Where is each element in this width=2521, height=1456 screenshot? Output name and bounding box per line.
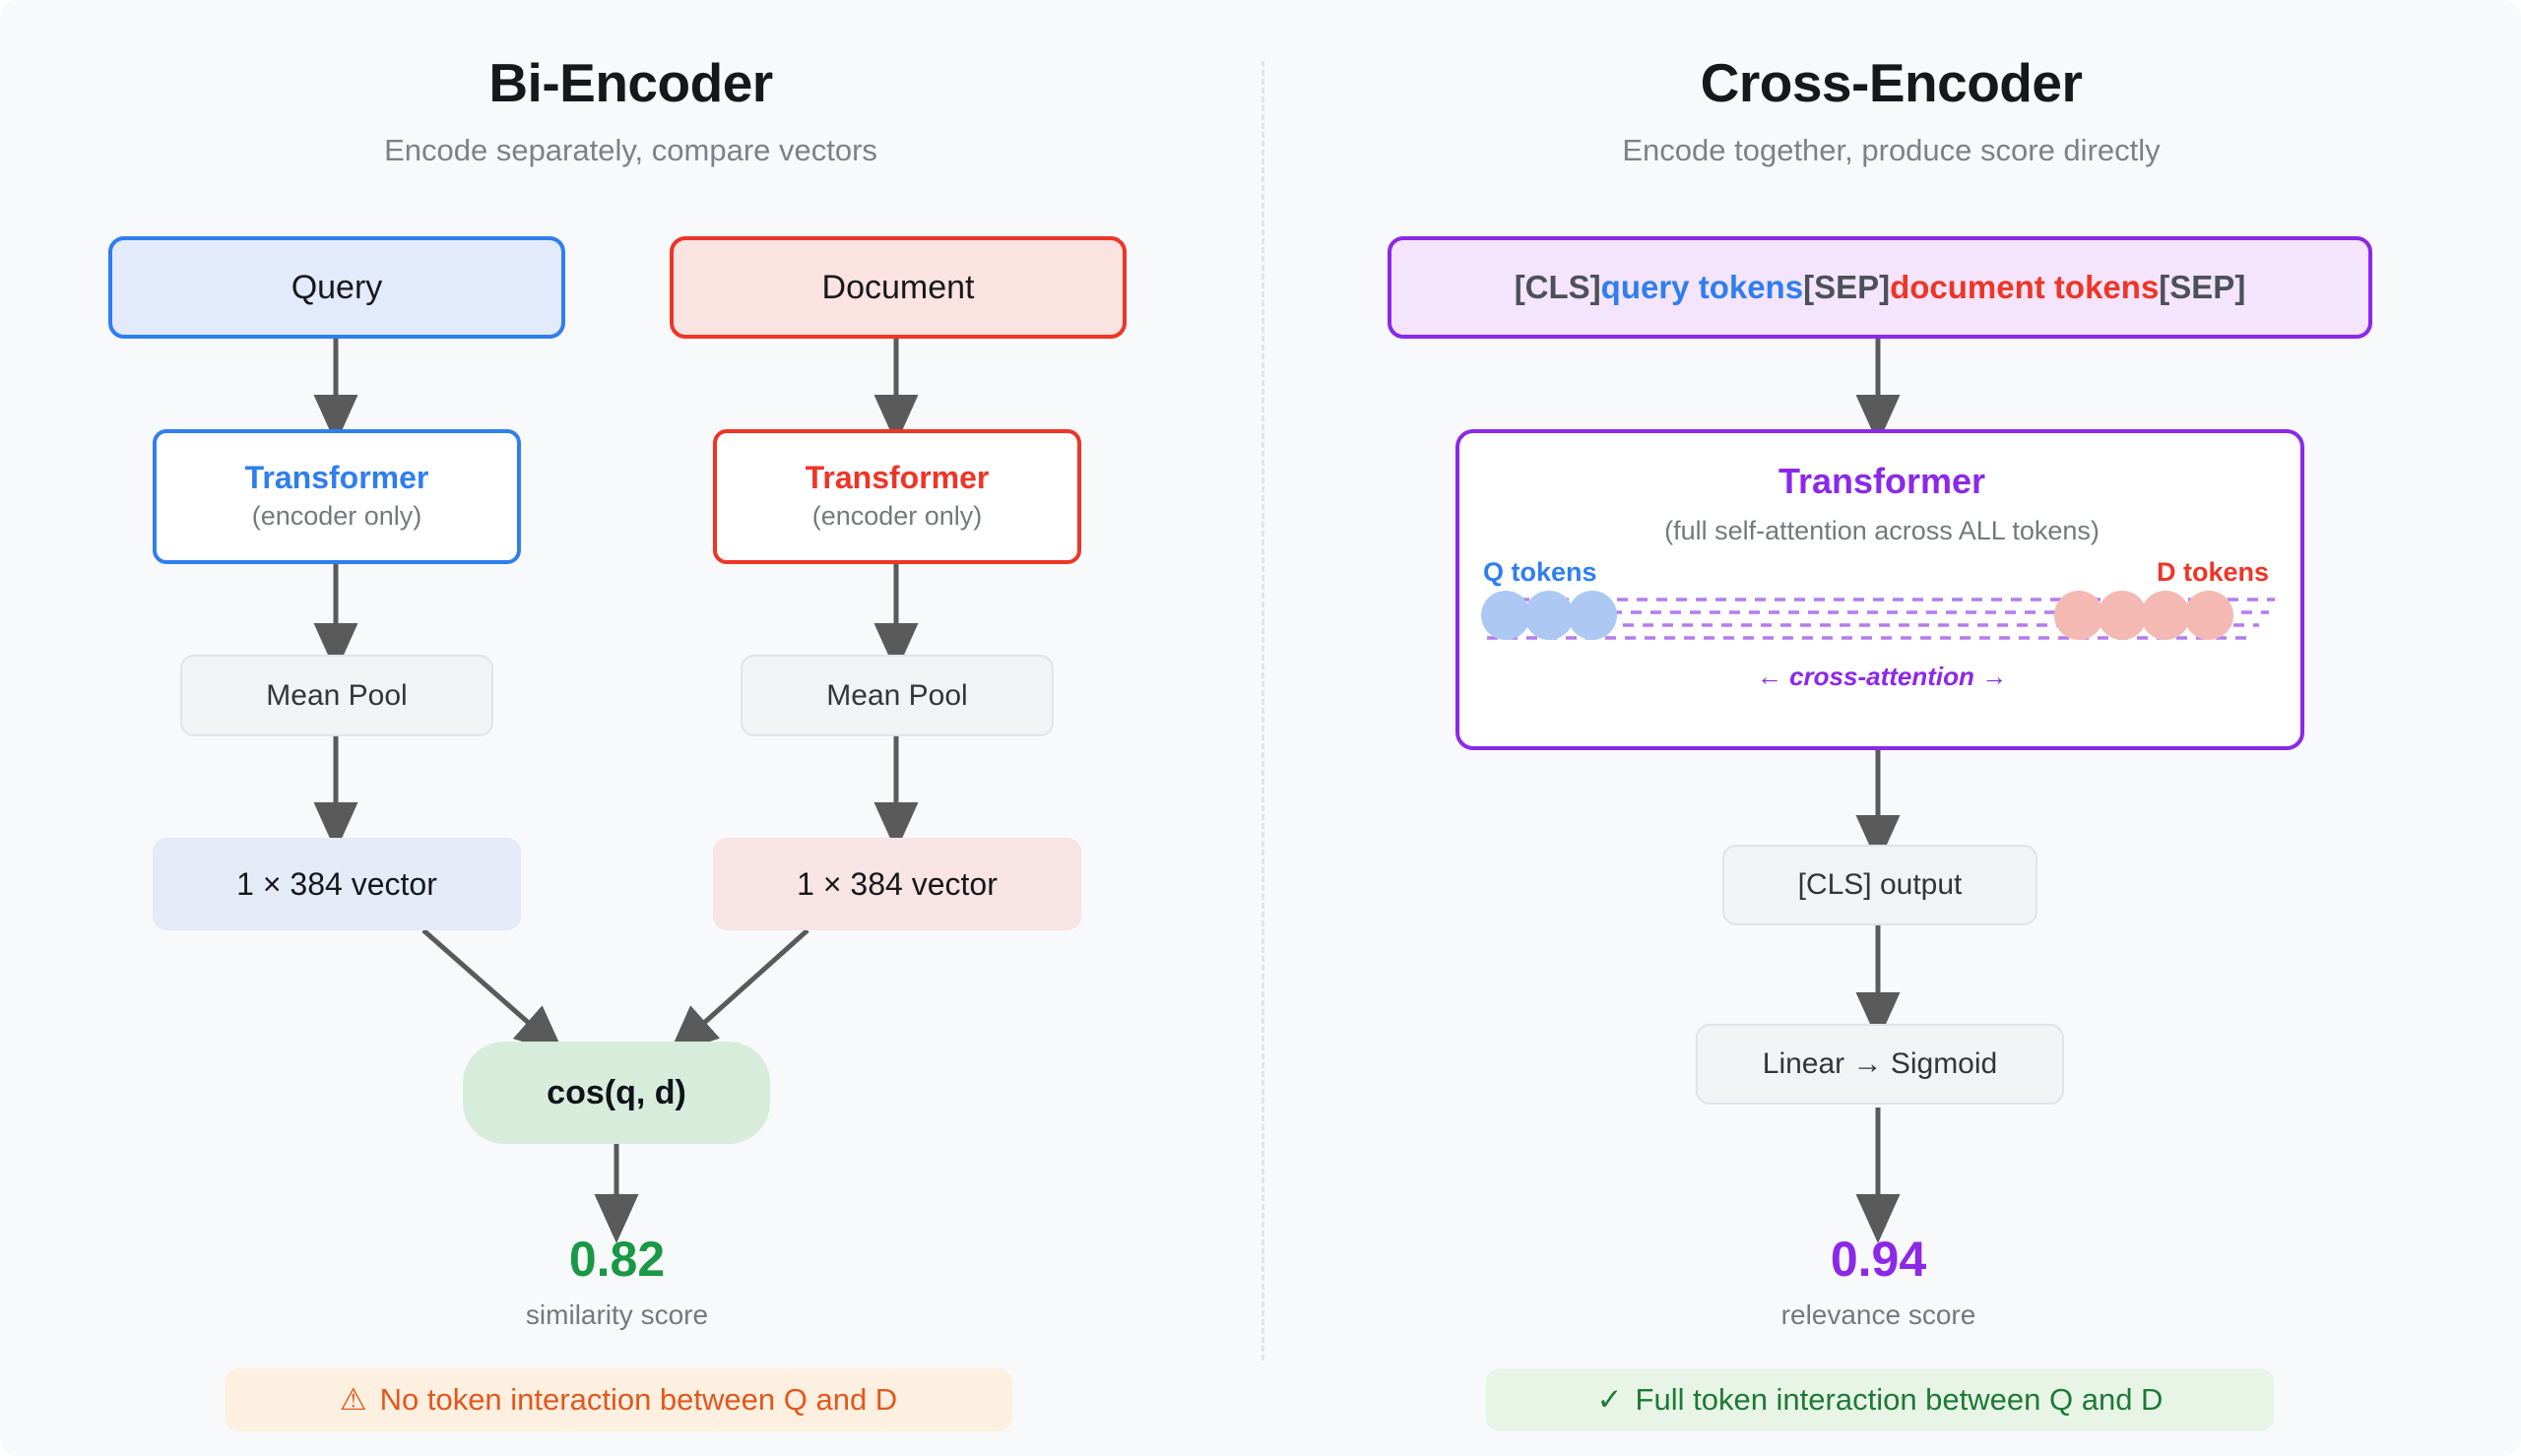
document-vector-label: 1 × 384 vector <box>797 865 998 902</box>
left-footer-note: ⚠ No token interaction between Q and D <box>225 1368 1012 1431</box>
panel-divider <box>1261 61 1264 1361</box>
linear-sigmoid-box[interactable]: Linear → Sigmoid <box>1696 1024 2064 1105</box>
right-footer-note: ✓ Full token interaction between Q and D <box>1486 1368 2274 1431</box>
query-box[interactable]: Query <box>108 236 565 339</box>
query-transformer-box[interactable]: Transformer (encoder only) <box>153 429 521 564</box>
arrow-qvector-to-cos <box>421 928 565 1055</box>
query-mean-pool-box[interactable]: Mean Pool <box>180 655 493 736</box>
query-transformer-title: Transformer <box>244 459 429 495</box>
right-footer-text: Full token interaction between Q and D <box>1635 1382 2164 1417</box>
cross-transformer-subtitle: (full self-attention across ALL tokens) <box>1664 516 2100 545</box>
d-token-dot-2 <box>2098 591 2147 640</box>
right-panel-subtitle: Encode together, produce score directly <box>1622 133 2161 167</box>
document-box-label: Document <box>821 268 975 306</box>
document-transformer-title: Transformer <box>805 459 990 495</box>
document-transformer-box[interactable]: Transformer (encoder only) <box>713 429 1081 564</box>
left-footer-text: No token interaction between Q and D <box>379 1382 898 1417</box>
document-transformer-subtitle: (encoder only) <box>811 501 983 532</box>
token-sequence-box[interactable]: [CLS] query tokens [SEP] document tokens… <box>1388 236 2372 339</box>
query-vector-label: 1 × 384 vector <box>236 865 437 902</box>
d-tokens-label: D tokens <box>2156 557 2269 587</box>
relevance-score-value: 0.94 <box>1830 1232 1927 1287</box>
token-part-document: document tokens <box>1890 269 2160 305</box>
query-vector-box[interactable]: 1 × 384 vector <box>153 838 521 930</box>
cls-output-label: [CLS] output <box>1797 868 1963 901</box>
token-part-sep-2: [SEP] <box>2159 269 2246 305</box>
cosine-similarity-box[interactable]: cos(q, d) <box>463 1042 770 1144</box>
arrow-dvector-to-cos <box>668 928 809 1055</box>
relevance-score-caption: relevance score <box>1780 1299 1976 1330</box>
cross-transformer-title: Transformer <box>1778 461 1986 501</box>
q-tokens-label: Q tokens <box>1483 557 1597 587</box>
similarity-score-caption: similarity score <box>525 1299 709 1330</box>
d-token-dot-1 <box>2054 591 2103 640</box>
query-mean-pool-label: Mean Pool <box>266 678 408 712</box>
q-token-dot-1 <box>1481 591 1530 640</box>
warning-icon: ⚠ <box>339 1382 367 1417</box>
linear-sigmoid-label: Linear → Sigmoid <box>1762 1047 1998 1080</box>
query-box-label: Query <box>291 268 383 306</box>
cross-transformer-box[interactable]: Transformer (full self-attention across … <box>1455 429 2304 750</box>
cosine-similarity-label: cos(q, d) <box>547 1073 686 1111</box>
q-token-dot-2 <box>1524 591 1574 640</box>
right-panel-title: Cross-Encoder <box>1700 52 2083 113</box>
d-token-dot-4 <box>2184 591 2233 640</box>
q-token-dot-3 <box>1568 591 1617 640</box>
left-panel-title: Bi-Encoder <box>488 52 773 113</box>
document-box[interactable]: Document <box>670 236 1127 339</box>
token-part-sep-1: [SEP] <box>1803 269 1891 305</box>
cls-output-box[interactable]: [CLS] output <box>1722 845 2037 925</box>
document-mean-pool-box[interactable]: Mean Pool <box>741 655 1054 736</box>
check-icon: ✓ <box>1596 1382 1623 1417</box>
left-panel-subtitle: Encode separately, compare vectors <box>384 133 877 167</box>
d-token-dot-3 <box>2141 591 2190 640</box>
document-vector-box[interactable]: 1 × 384 vector <box>713 838 1081 930</box>
similarity-score-value: 0.82 <box>568 1232 666 1287</box>
token-part-query: query tokens <box>1600 269 1804 305</box>
token-part-cls-open: [CLS] <box>1514 269 1601 305</box>
cross-attention-label: ← cross-attention → <box>1756 662 2008 691</box>
query-transformer-subtitle: (encoder only) <box>251 501 422 532</box>
document-mean-pool-label: Mean Pool <box>826 678 968 712</box>
